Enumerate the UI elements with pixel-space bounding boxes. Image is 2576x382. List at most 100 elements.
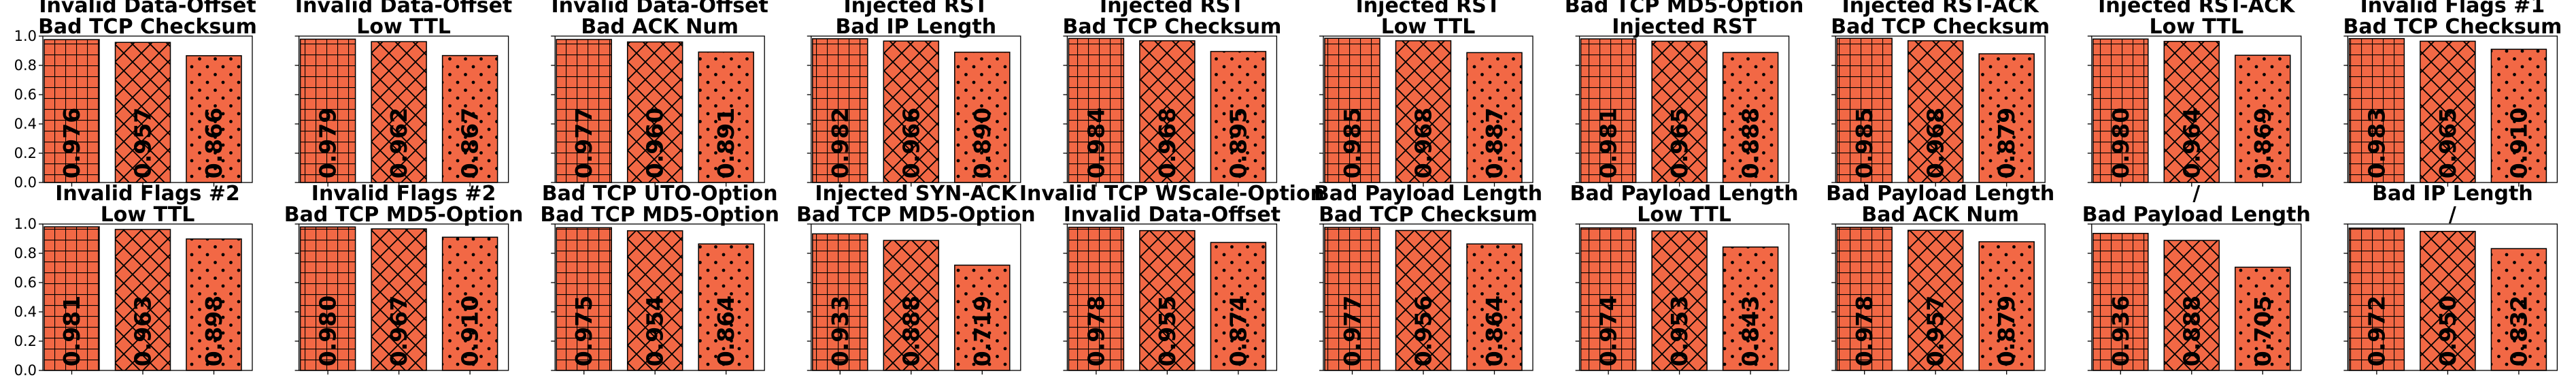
subplot-title-line: Invalid Data-Offset: [295, 0, 512, 18]
y-tick-label: 0.4: [14, 304, 37, 320]
bar-value-label: 0.832: [2505, 296, 2532, 366]
bar-value-label: 0.867: [457, 108, 484, 178]
bar: [1324, 227, 1380, 371]
bar-value-label: 0.950: [2435, 296, 2461, 366]
bar: [1139, 40, 1196, 183]
subplot-title-line: Bad IP Length: [835, 15, 996, 39]
bar-value-label: 0.978: [1083, 296, 1109, 366]
axes-frame: [2091, 35, 2302, 183]
bar: [2092, 233, 2149, 371]
bar-value-label: 0.978: [1851, 296, 1878, 366]
bar: [441, 54, 498, 183]
bar-value-label: 0.890: [969, 108, 996, 178]
subplot-title-line: Low TTL: [1381, 15, 1476, 39]
axes-frame: [1323, 223, 1533, 371]
axes-frame: [811, 35, 1021, 183]
bar-value-label: 0.953: [1666, 296, 1693, 366]
bar-value-label: 0.956: [1410, 296, 1437, 366]
bar-value-label: 0.968: [1154, 108, 1181, 178]
bar: [1907, 40, 1964, 183]
bar-value-label: 0.968: [1922, 108, 1949, 178]
axes-frame: [554, 223, 765, 371]
bar: [2348, 37, 2405, 183]
bar: [812, 38, 868, 183]
bar-value-label: 0.976: [58, 108, 85, 178]
subplot-title-line: Bad TCP MD5-Option: [796, 203, 1036, 227]
bar-value-label: 0.965: [1666, 108, 1693, 178]
axes-frame: [298, 35, 509, 183]
subplot-title-line: Bad Payload Length: [1314, 182, 1542, 206]
bar-value-label: 0.984: [1083, 108, 1109, 178]
bar-value-label: 0.910: [457, 296, 484, 366]
axes-frame: [1066, 223, 1278, 371]
bar: [1836, 37, 1893, 183]
y-tick-label: 0.6: [14, 86, 37, 103]
subplot-title-line: Invalid TCP WScale-Option: [1019, 182, 1325, 206]
axes-frame: [1578, 223, 1790, 371]
y-tick-label: 0.6: [14, 274, 37, 291]
y-tick-label: 0.8: [14, 57, 37, 74]
bar-value-label: 0.895: [1225, 108, 1251, 178]
bar: [2490, 248, 2547, 371]
subplot-title-line: Low TTL: [1637, 203, 1731, 227]
bar-value-label: 0.980: [315, 296, 341, 366]
subplot-title-line: Bad TCP Checksum: [1831, 15, 2050, 39]
bar-value-label: 0.888: [898, 296, 924, 366]
bar: [1651, 230, 1708, 371]
axes-frame: [811, 223, 1021, 371]
bar-value-label: 0.719: [969, 296, 996, 366]
subplot-title-line: Bad ACK Num: [581, 15, 739, 39]
subplot-title-line: Injected RST: [1356, 0, 1501, 18]
bar: [1722, 52, 1779, 183]
bar: [44, 226, 100, 371]
bar: [954, 264, 1011, 371]
bar-value-label: 0.955: [1154, 296, 1181, 366]
subplot-title-line: Low TTL: [101, 203, 195, 227]
axes-frame: [1578, 35, 1790, 183]
bar: [2163, 240, 2220, 371]
bar-value-label: 0.980: [2107, 108, 2134, 178]
bar-value-label: 0.879: [1993, 108, 2020, 178]
subplot-title-line: /: [2449, 203, 2456, 227]
bar: [1395, 229, 1452, 371]
bar: [626, 41, 683, 183]
subplot-title-line: Bad TCP MD5-Option: [1565, 0, 1804, 18]
subplot-title-line: Invalid Flags #1: [2360, 0, 2545, 18]
subplot-title-line: Injected RST-ACK: [1842, 0, 2040, 18]
bar: [1722, 246, 1779, 371]
subplot-title-line: Bad Payload Length: [1826, 182, 2054, 206]
subplot-title-line: Invalid Data-Offset: [1064, 203, 1281, 227]
bar-value-label: 0.985: [1339, 108, 1366, 178]
bar: [556, 39, 612, 183]
subplot-title-line: Invalid Flags #2: [311, 182, 496, 206]
bar: [2235, 266, 2291, 371]
bar-value-label: 0.981: [1595, 108, 1622, 178]
bar: [1466, 52, 1523, 183]
bar: [883, 40, 940, 183]
bar: [2092, 38, 2149, 183]
bar-value-label: 0.705: [2250, 296, 2276, 366]
bar-value-label: 0.967: [386, 296, 412, 366]
bar-value-label: 0.972: [2363, 296, 2390, 366]
subplot-title-line: Bad IP Length: [2372, 182, 2533, 206]
subplot-title-line: Injected RST-ACK: [2098, 0, 2296, 18]
axes-frame: [2347, 223, 2558, 371]
bar-value-label: 0.979: [315, 108, 341, 178]
bar: [441, 236, 498, 371]
bar-value-label: 0.963: [130, 296, 156, 366]
axes-frame: [1835, 35, 2046, 183]
bar: [1324, 37, 1380, 183]
bar: [2163, 40, 2220, 183]
bar-value-label: 0.964: [2178, 108, 2205, 178]
bar: [2490, 48, 2547, 183]
subplot-title-line: Injected RST: [843, 0, 988, 18]
